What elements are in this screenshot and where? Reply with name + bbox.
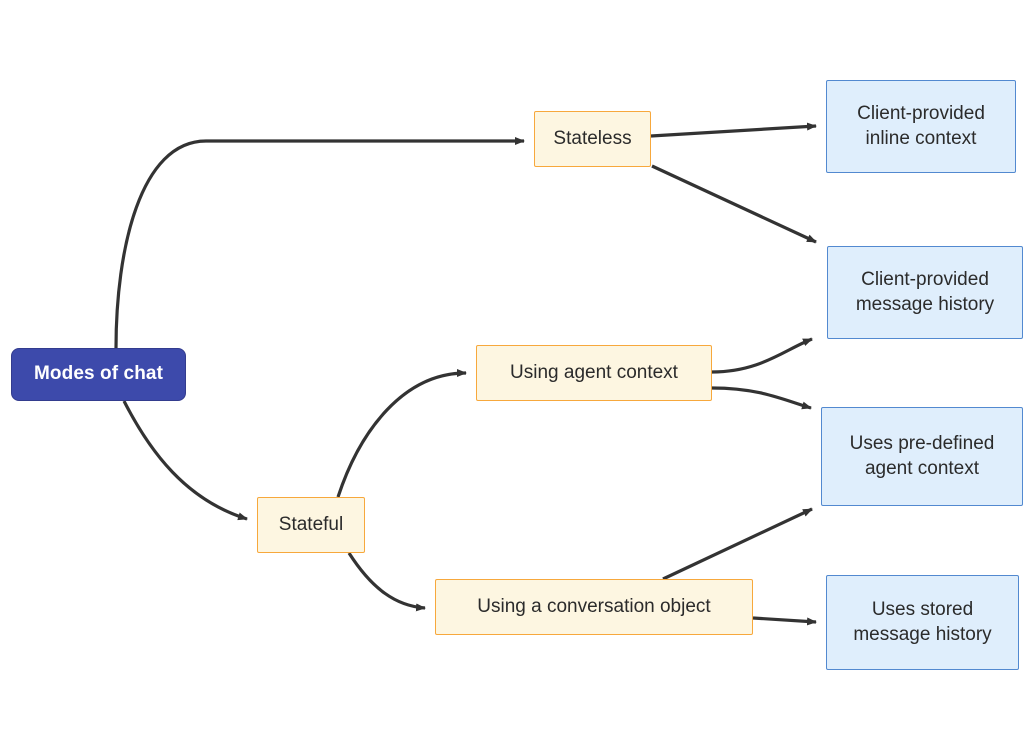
edge-stateful-to-conversation-object <box>347 552 426 612</box>
node-predefined-agent-context[interactable]: Uses pre-defined agent context <box>821 407 1023 506</box>
node-agent-context[interactable]: Using agent context <box>476 345 712 401</box>
edge-agent-context-to-message-history <box>711 337 813 374</box>
edge-stateless-to-inline-context <box>650 122 817 138</box>
node-stateless[interactable]: Stateless <box>534 111 651 167</box>
edge-root-to-stateful <box>122 400 248 521</box>
edge-conversation-object-to-predefined-agent-context <box>662 507 813 581</box>
node-root[interactable]: Modes of chat <box>11 348 186 401</box>
node-label-stored-message-history: Uses stored message history <box>853 599 992 645</box>
node-conversation-object[interactable]: Using a conversation object <box>435 579 753 635</box>
node-stored-message-history[interactable]: Uses stored message history <box>826 575 1019 670</box>
edge-stateful-to-agent-context <box>336 369 467 498</box>
node-label-agent-context: Using agent context <box>510 361 678 383</box>
edge-conversation-object-to-stored-message-history <box>752 616 817 626</box>
node-label-stateless: Stateless <box>553 127 632 149</box>
edge-agent-context-to-predefined-agent-context <box>711 386 812 410</box>
node-stateful[interactable]: Stateful <box>257 497 365 553</box>
node-label-inline-context: Client-provided inline context <box>857 103 985 149</box>
node-label-predefined-agent-context: Uses pre-defined agent context <box>849 433 995 479</box>
edge-stateless-to-message-history <box>651 164 817 244</box>
edge-root-to-stateless <box>114 137 525 349</box>
node-inline-context[interactable]: Client-provided inline context <box>826 80 1016 173</box>
node-label-stateful: Stateful <box>278 513 344 535</box>
node-label-root: Modes of chat <box>33 363 164 385</box>
node-label-message-history: Client-provided message history <box>855 269 995 315</box>
node-label-conversation-object: Using a conversation object <box>477 595 711 617</box>
node-message-history[interactable]: Client-provided message history <box>827 246 1023 339</box>
